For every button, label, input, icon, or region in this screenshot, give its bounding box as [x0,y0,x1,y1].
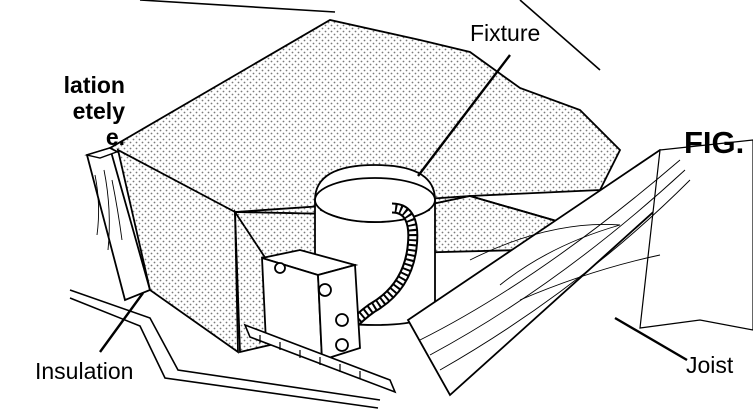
insulation-label: Insulation [35,358,134,384]
insulation-note: lation etely e. [20,72,125,150]
fixture-label: Fixture [470,20,541,46]
figure-caption: FIG. [684,125,745,160]
junction-box [261,249,361,362]
ceiling-plane [69,0,601,409]
joist-label: Joist [686,352,734,378]
joist-leader [614,316,688,362]
callout-leaders [99,54,688,362]
note-line-3: e. [105,124,125,150]
note-line-1: lation [63,72,125,98]
fixture-leader [417,54,511,177]
right-joist [406,139,753,397]
mounting-bar [243,323,397,394]
insulation-leader [99,292,144,353]
note-line-2: etely [72,98,125,124]
